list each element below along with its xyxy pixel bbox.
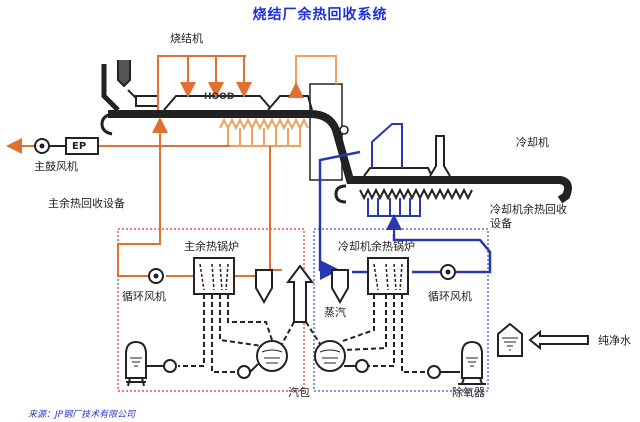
label-sinter-machine: 烧结机: [170, 32, 203, 45]
diagram-stroke: [127, 89, 137, 99]
sinter-hopper: [101, 60, 137, 112]
diagram-stroke: [178, 294, 205, 367]
label-circulating-fan-right: 循环风机: [428, 290, 472, 303]
diagram-stroke: [101, 64, 120, 112]
diagram-stroke: [497, 322, 523, 357]
circulating-fan-left-icon: [148, 268, 164, 284]
diagram-stroke: [458, 377, 486, 385]
diagram-title: 烧结厂余热回收系统: [252, 7, 388, 23]
diagram-stroke: [359, 187, 473, 201]
diagram-stroke: [126, 377, 146, 387]
diagram-stroke: [466, 357, 478, 367]
pump-left-1: [163, 359, 177, 373]
diagram-stroke: [261, 349, 283, 364]
diagram-stroke: [269, 146, 282, 271]
diagram-stroke: [117, 60, 131, 88]
diagram-stroke: [211, 294, 238, 373]
diagram-stroke: [319, 349, 341, 364]
label-cooler-waste-heat-boiler: 冷却机余热锅炉: [338, 240, 415, 253]
label-cooler-heat-recovery-equipment-2: 设备: [490, 217, 512, 230]
steam-riser: [286, 264, 314, 323]
cooler-boiler: [367, 257, 409, 295]
diagram-stroke: [117, 228, 161, 262]
diagram-stroke: [39, 143, 45, 149]
diagram-stroke: [256, 340, 288, 372]
diagram-stroke: [100, 112, 113, 136]
label-cooler: 冷却机: [516, 136, 549, 149]
diagram-stroke: [371, 123, 403, 168]
diagram-stroke: [305, 321, 321, 345]
label-circulating-fan-left: 循环风机: [122, 290, 166, 303]
cooler-windboxes: [367, 198, 421, 217]
deaerator-tank: [458, 340, 486, 385]
diagram-stroke: [461, 340, 483, 379]
diagram-stroke: [125, 340, 147, 379]
steam-drum-left: [256, 340, 288, 372]
water-tank-left: [125, 340, 147, 387]
diagram-stroke: [367, 198, 421, 217]
label-cooler-heat-recovery-equipment-1: 冷却机余热回收: [490, 203, 567, 216]
cooler-body: [350, 176, 572, 204]
steam-drum-right: [314, 340, 346, 372]
main-blower-icon: [34, 138, 66, 154]
diagram-stroke: [135, 95, 159, 107]
label-hood: HOOD: [204, 92, 235, 102]
circulating-fan-right-icon: [440, 264, 456, 280]
pump-right-1: [355, 359, 369, 373]
diagram-stroke: [363, 167, 433, 177]
diagram-stroke: [130, 357, 142, 367]
label-main-heat-recovery-equipment: 主余热回收设备: [48, 197, 125, 210]
main-cyclone: [255, 269, 273, 305]
diagram-stroke: [502, 337, 518, 351]
diagram-stroke: [219, 117, 309, 131]
diagram-stroke: [445, 269, 451, 275]
diagram-stroke: [334, 184, 347, 204]
label-main-waste-heat-boiler: 主余热锅炉: [184, 240, 239, 253]
diagram-stroke: [314, 340, 346, 372]
diagram-stroke: [339, 294, 375, 343]
pump-right-2: [427, 365, 441, 379]
main-boiler: [193, 257, 235, 295]
label-ep: EP: [72, 141, 87, 152]
main-recovery-boundary: [117, 228, 305, 392]
diagram-stroke: [267, 95, 313, 111]
diagram-stroke: [343, 294, 387, 351]
label-pure-water: 纯净水: [598, 334, 631, 347]
label-deaerator: 除氧器: [452, 386, 485, 399]
diagram-stroke: [288, 55, 337, 98]
diagram-stroke: [429, 135, 451, 177]
label-steam: 蒸汽: [324, 306, 346, 319]
diagram-stroke: [281, 321, 295, 345]
diagram-stroke: [153, 273, 159, 279]
sinter-strand: [108, 110, 560, 184]
diagram-stroke: [227, 294, 273, 341]
diagram-stroke: [318, 150, 361, 280]
diagram-stroke: [401, 294, 428, 373]
diagram-stroke: [339, 125, 349, 135]
pure-water-arrow: [528, 329, 589, 351]
diagram-stroke: [219, 294, 263, 347]
diagram-stroke: [392, 234, 492, 274]
sinter-windboxes: [219, 117, 309, 147]
label-main-blower: 主鼓风机: [34, 160, 78, 173]
diagram-stroke: [117, 262, 256, 277]
diagram-stroke: [249, 363, 259, 373]
pump-left-2: [237, 365, 251, 379]
pure-water-tank: [497, 322, 523, 357]
label-steam-drum: 汽包: [288, 386, 310, 399]
cooler-cyclone: [331, 269, 349, 305]
source-caption: 来源：JP钢厂技术有限公司: [28, 410, 136, 420]
